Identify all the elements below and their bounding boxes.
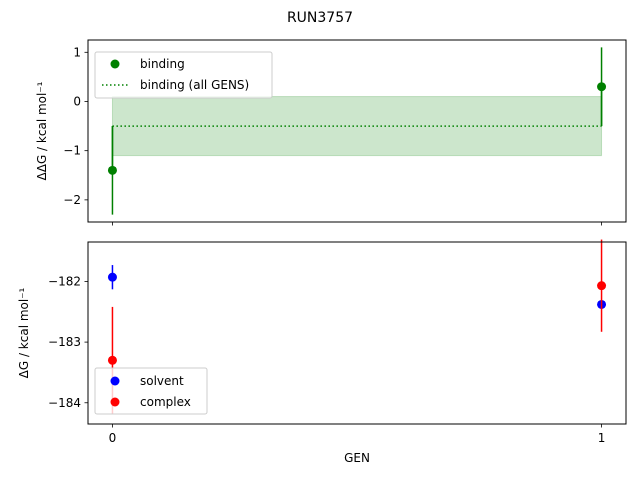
solvent-point-0: [107, 272, 117, 282]
top-ytick-label-2: 0: [73, 94, 81, 108]
top-ytick-label-1: −1: [63, 144, 81, 158]
binding-point-0: [107, 165, 117, 175]
top-data-marks: [107, 47, 607, 215]
bottom-legend: solvent complex: [94, 367, 208, 415]
legend-binding-marker: [110, 59, 120, 69]
top-tick-marks: −2 −1 0 1: [63, 45, 602, 226]
bottom-ytick-label-1: −183: [48, 335, 81, 349]
bottom-legend-box: [94, 367, 208, 415]
bottom-tick-marks: −184 −183 −182 0 1: [48, 274, 605, 445]
top-ytick-label-3: 1: [73, 45, 81, 59]
legend-complex-label: complex: [140, 395, 191, 409]
complex-point-0: [107, 355, 117, 365]
bottom-xtick-label-0: 0: [109, 431, 117, 445]
bottom-xtick-label-1: 1: [598, 431, 606, 445]
legend-solvent-marker: [110, 376, 120, 386]
bottom-panel: −184 −183 −182 0 1 ΔG / kcal mol⁻¹ GEN solve…: [17, 239, 627, 465]
binding-point-1: [597, 82, 607, 92]
bottom-x-axis-label: GEN: [344, 451, 370, 465]
bottom-ytick-label-2: −182: [48, 274, 81, 288]
top-legend: binding binding (all GENS): [94, 51, 273, 99]
legend-binding-all-gens-label: binding (all GENS): [140, 78, 249, 92]
bottom-y-axis-label: ΔG / kcal mol⁻¹: [17, 287, 31, 378]
legend-complex-marker: [110, 397, 120, 407]
complex-point-1: [597, 281, 607, 291]
top-y-axis-label: ΔΔG / kcal mol⁻¹: [35, 81, 49, 180]
top-legend-box: [94, 51, 273, 99]
top-axes-frame: [87, 39, 627, 223]
top-ytick-label-0: −2: [63, 193, 81, 207]
legend-solvent-label: solvent: [140, 374, 184, 388]
bottom-axes-frame: [87, 241, 627, 425]
legend-binding-label: binding: [140, 57, 185, 71]
top-panel: −2 −1 0 1 ΔΔG / kcal mol⁻¹ binding binding …: [35, 39, 627, 226]
bottom-data-marks: [107, 239, 607, 414]
bottom-ytick-label-0: −184: [48, 396, 81, 410]
figure-title: RUN3757: [287, 10, 353, 26]
